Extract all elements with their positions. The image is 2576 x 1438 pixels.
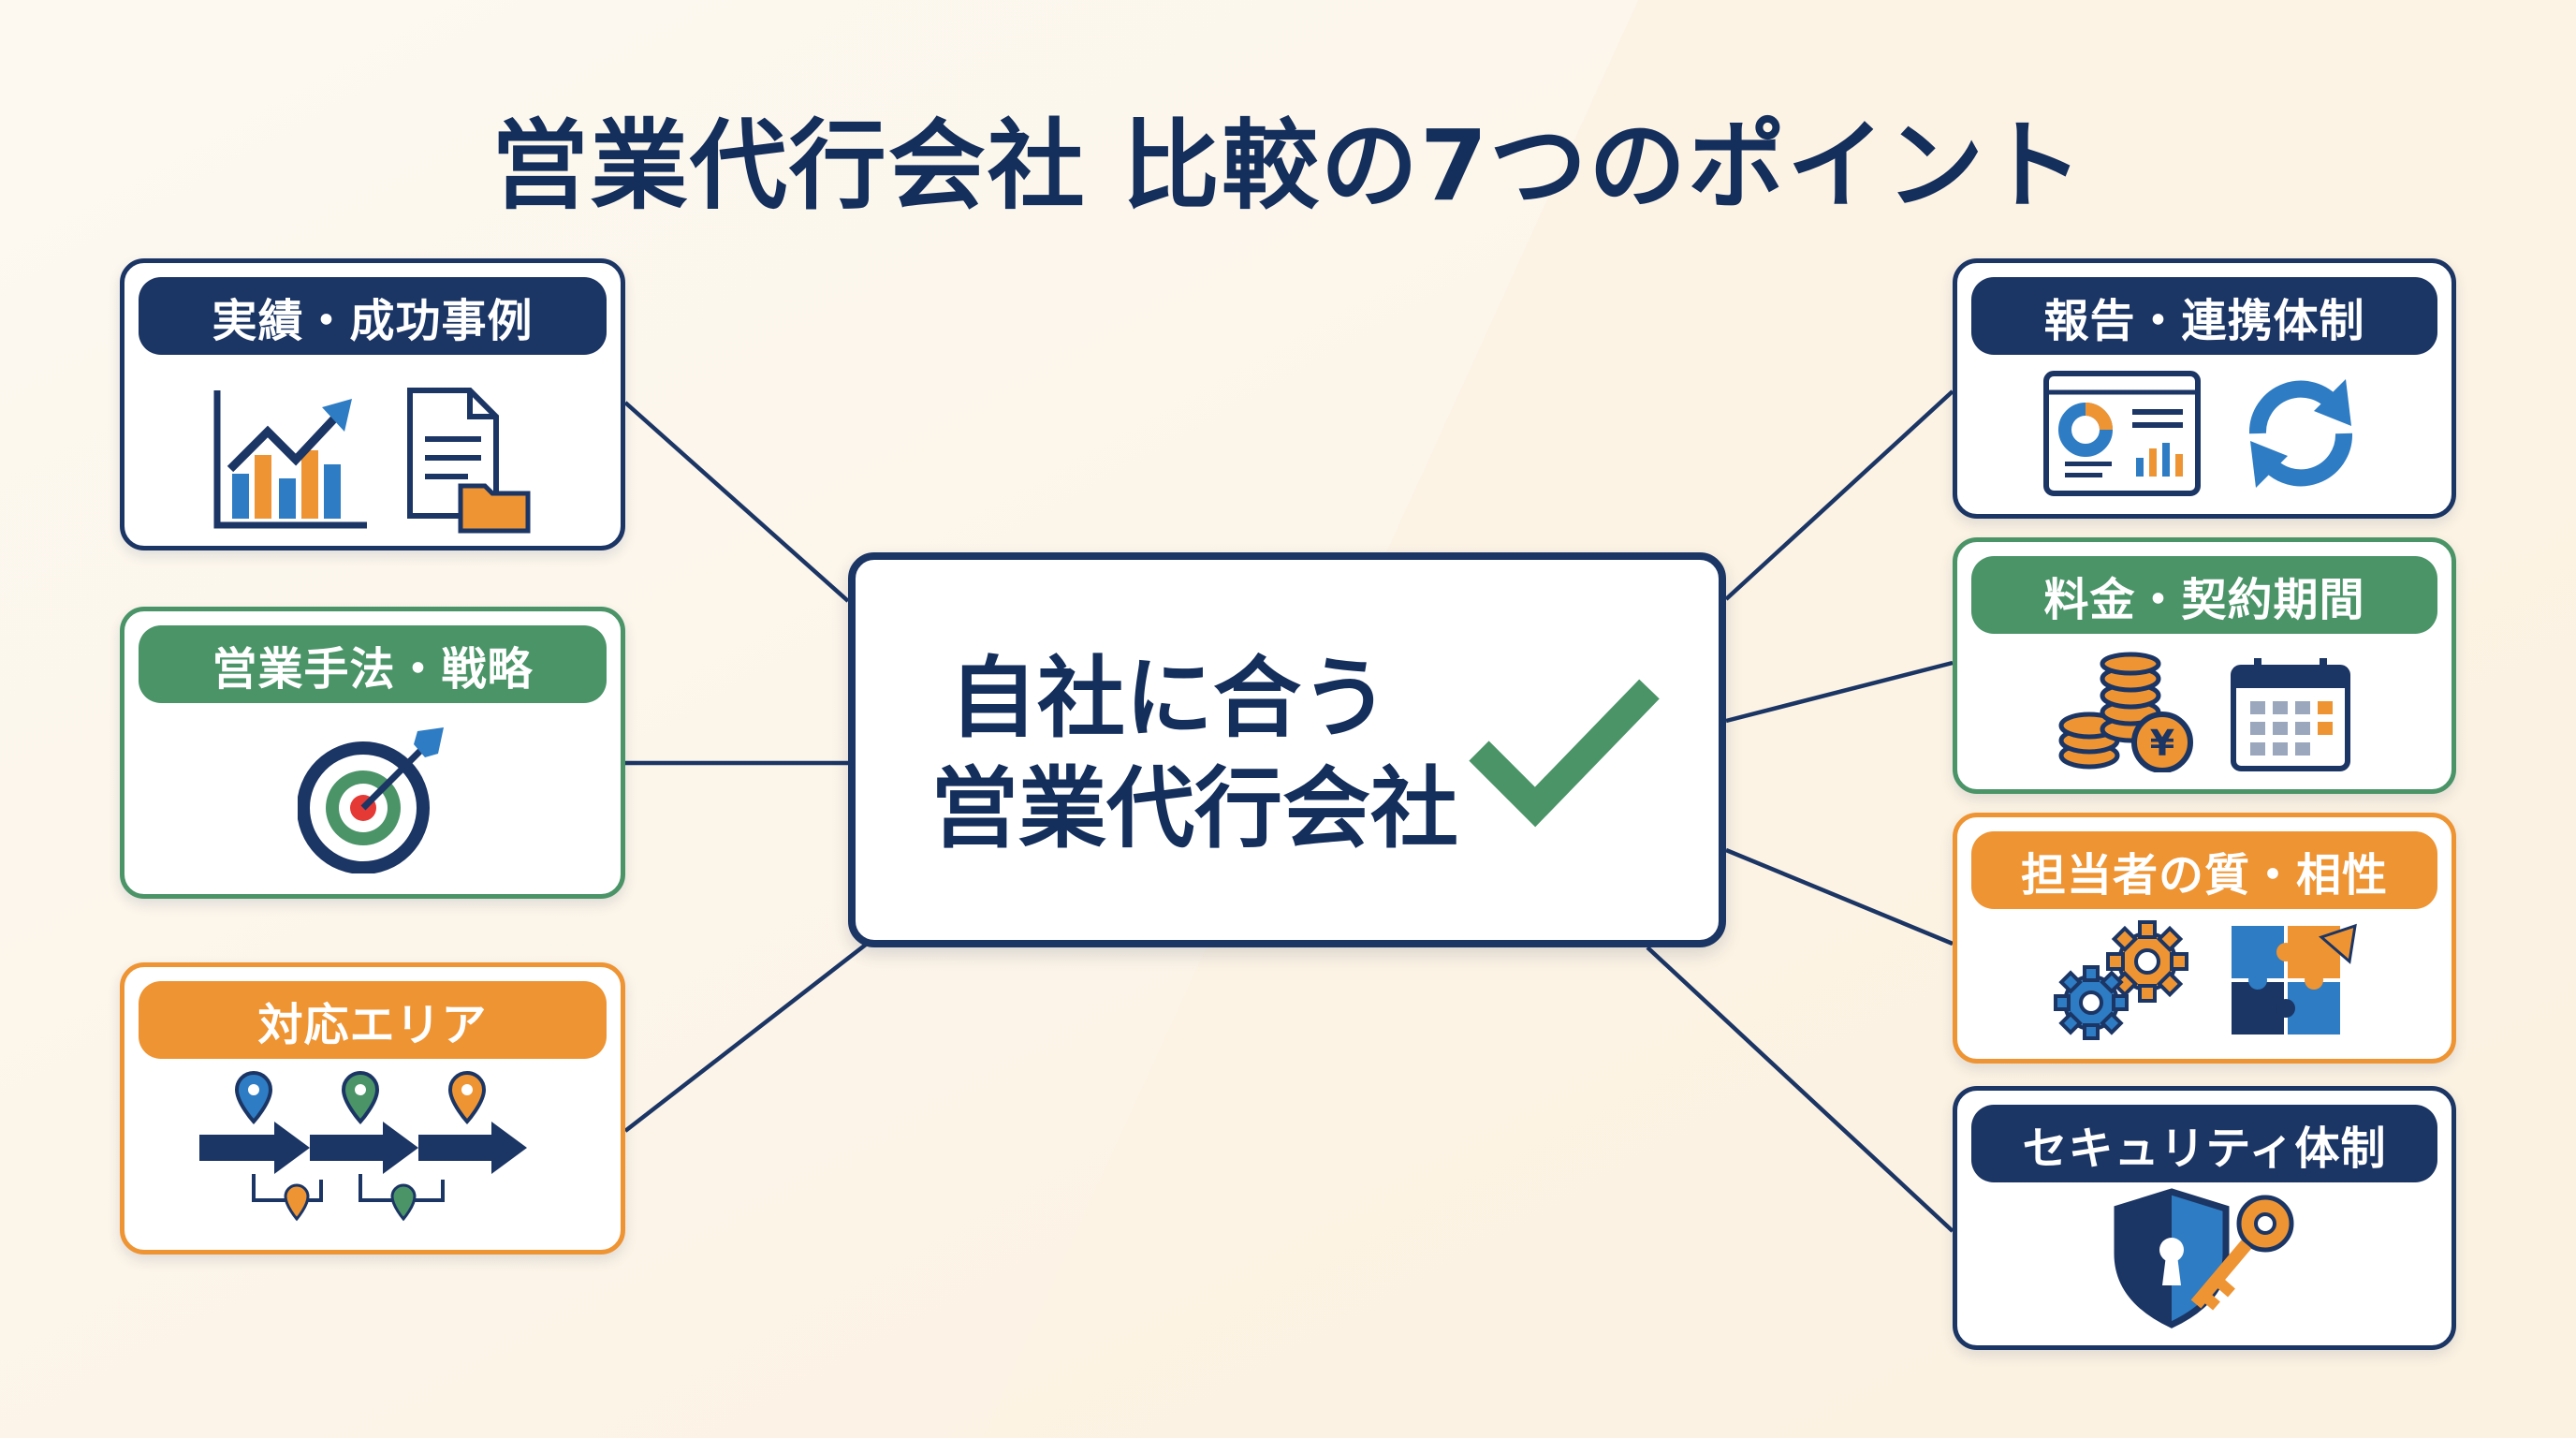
location-route-icon xyxy=(199,1070,527,1222)
point-label-security: セキュリティ体制 xyxy=(1971,1105,2437,1182)
center-line-2: 営業代行会社 xyxy=(930,758,1459,860)
center-line-1: 自社に合う xyxy=(949,648,1390,750)
puzzle-icon xyxy=(2232,923,2357,1034)
growth-chart-icon xyxy=(213,390,367,529)
point-card-reporting[interactable]: 報告・連携体制 xyxy=(1953,258,2456,519)
point-card-pricing[interactable]: 料金・契約期間 ¥ xyxy=(1953,537,2456,794)
target-arrow-icon xyxy=(298,727,444,873)
point-label-service-area: 対応エリア xyxy=(139,981,607,1059)
document-folder-icon xyxy=(407,388,531,534)
yen-coins-icon: ¥ xyxy=(2058,652,2193,772)
calendar-icon xyxy=(2231,658,2350,771)
dashboard-report-icon xyxy=(2043,371,2201,496)
svg-text:¥: ¥ xyxy=(2150,723,2174,764)
checkmark-icon xyxy=(1469,679,1660,828)
point-card-staff-quality[interactable]: 担当者の質・相性 xyxy=(1953,813,2456,1064)
page-title: 営業代行会社 比較の7つのポイント xyxy=(490,109,2086,223)
point-card-security[interactable]: セキュリティ体制 xyxy=(1953,1086,2456,1350)
sync-icon xyxy=(2249,379,2352,488)
point-card-track-record[interactable]: 実績・成功事例 xyxy=(120,258,625,550)
point-card-service-area[interactable]: 対応エリア xyxy=(120,962,625,1255)
center-goal-box: 自社に合う 営業代行会社 xyxy=(848,552,1726,947)
gears-icon xyxy=(2054,920,2188,1040)
shield-key-icon xyxy=(2114,1188,2294,1328)
point-card-sales-method[interactable]: 営業手法・戦略 xyxy=(120,607,625,899)
point-label-reporting: 報告・連携体制 xyxy=(1971,277,2437,355)
point-label-track-record: 実績・成功事例 xyxy=(139,277,607,355)
point-label-sales-method: 営業手法・戦略 xyxy=(139,625,607,703)
point-label-staff-quality: 担当者の質・相性 xyxy=(1971,831,2437,909)
point-label-pricing: 料金・契約期間 xyxy=(1971,556,2437,634)
